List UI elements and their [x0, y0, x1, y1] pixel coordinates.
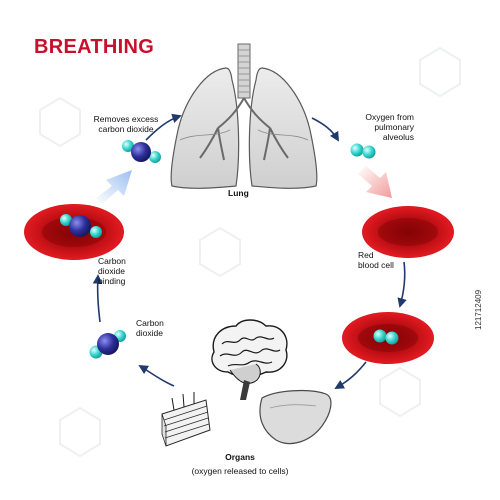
watermark-pattern — [39, 46, 461, 458]
arrow-to-organs — [334, 361, 367, 389]
red-blood-cell-icon — [362, 206, 454, 258]
brain-icon — [211, 319, 288, 400]
binding-label-line3: binding — [98, 276, 126, 286]
organs-label-subtitle: (oxygen released to cells) — [191, 466, 289, 476]
removes-co2-label: Removes excess carbon dioxide — [86, 114, 166, 134]
lung-label-text: Lung — [228, 188, 249, 198]
red-blood-cell-icon-oxygenated — [342, 312, 434, 364]
co2-molecule-icon-from-organs — [89, 330, 126, 359]
oxygen-label-line2: pulmonary — [374, 122, 414, 132]
stock-id-watermark: 121712409 — [474, 289, 483, 330]
oxygen-from-alveolus-label: Oxygen from pulmonary alveolus — [346, 112, 414, 142]
carbon-dioxide-label: Carbon dioxide — [136, 318, 164, 338]
co2-label-line2: dioxide — [136, 328, 163, 338]
binding-label-line1: Carbon — [98, 256, 126, 266]
rbc-label-line2: blood cell — [358, 260, 394, 270]
oxygen-label-line3: alveolus — [382, 132, 414, 142]
cycle-arrows — [92, 113, 407, 389]
highlight-arrow-down — [358, 166, 392, 198]
organs-label-title: Organs — [225, 452, 255, 462]
organs-label: Organs (oxygen released to cells) — [170, 452, 310, 476]
o2-molecule-icon — [350, 143, 376, 159]
red-blood-cell-label: Red blood cell — [358, 250, 394, 270]
arrow-rbc-to-loaded — [397, 261, 407, 308]
rbc-label-line1: Red — [358, 250, 374, 260]
page-title: BREATHING — [34, 36, 155, 58]
highlight-arrow-up — [96, 170, 132, 204]
oxygen-label-line1: Oxygen from — [365, 112, 414, 122]
binding-label-line2: dioxide — [98, 266, 125, 276]
lung-icon — [170, 43, 318, 189]
arrow-organs-to-co2 — [138, 365, 175, 387]
removes-co2-label-line2: carbon dioxide — [98, 124, 154, 134]
arrow-to-lung — [145, 113, 182, 141]
liver-icon — [259, 389, 332, 445]
red-blood-cell-icon-co2-binding — [24, 204, 124, 260]
removes-co2-label-line1: Removes excess — [93, 114, 159, 124]
arrow-co2-to-binding — [92, 274, 103, 323]
arrow-from-lung — [311, 117, 339, 142]
co2-molecule-icon-removed — [122, 140, 161, 163]
co2-label-line1: Carbon — [136, 318, 164, 328]
lung-label: Lung — [228, 188, 249, 198]
co2-binding-label: Carbon dioxide binding — [98, 256, 126, 286]
skin-tissue-icon — [161, 392, 211, 447]
